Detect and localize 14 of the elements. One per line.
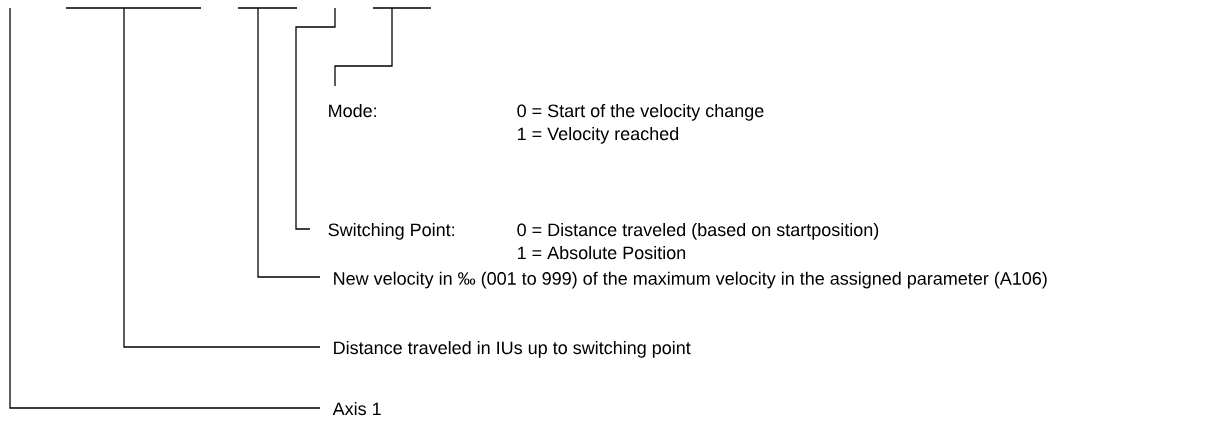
description-text: 0 = Start of the velocity change xyxy=(517,103,764,121)
description-text: Distance traveled in IUs up to switching point xyxy=(334,340,691,358)
leader-line xyxy=(334,7,393,87)
description-text: 1 = Absolute Position xyxy=(518,245,686,260)
description-text: Axis 1 xyxy=(332,401,381,416)
leader-line xyxy=(257,7,321,278)
leader-line xyxy=(9,7,321,409)
field-label: Switching Point: xyxy=(328,222,454,240)
description-text: 0 = Distance traveled (based on startposition) xyxy=(517,222,879,240)
description-text: 1 = Velocity reached xyxy=(518,126,679,144)
field-label: Mode: xyxy=(329,103,376,118)
description-text: New velocity in ‰ (001 to 999) of the maximum velocity in the assigned parameter (A106) xyxy=(334,271,1047,289)
leader-line xyxy=(295,7,336,230)
leader-line xyxy=(123,7,321,348)
